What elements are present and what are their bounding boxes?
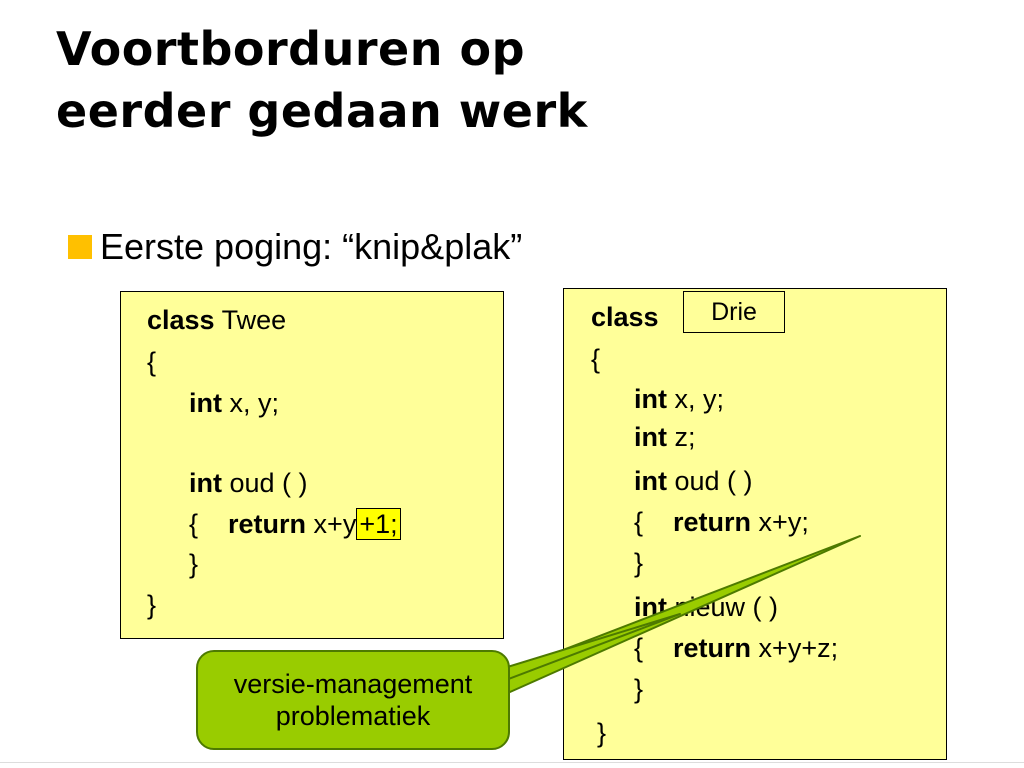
keyword-return: return xyxy=(673,633,752,663)
keyword-return: return xyxy=(673,507,752,537)
code-box-twee xyxy=(120,291,504,639)
slide-title-line2: eerder gedaan werk xyxy=(56,84,588,138)
callout-line2: problematiek xyxy=(275,701,431,731)
method-signature: oud ( ) xyxy=(667,466,753,496)
brace: { xyxy=(189,509,229,539)
code-line: int oud ( ) xyxy=(189,466,308,500)
declaration: x, y; xyxy=(667,384,725,414)
method-signature: oud ( ) xyxy=(222,468,308,498)
code-line: { xyxy=(591,344,601,374)
code-line: int x, y; xyxy=(189,386,279,420)
declaration: x, y; xyxy=(222,388,280,418)
brace: { xyxy=(634,507,674,537)
keyword-int: int xyxy=(634,384,667,414)
keyword-class: class xyxy=(147,305,215,335)
callout-versie-management: versie-management problematiek xyxy=(196,650,510,750)
code-line: } xyxy=(634,548,644,578)
keyword-int: int xyxy=(634,422,667,452)
callout-line1: versie-management xyxy=(233,669,473,699)
code-line: } xyxy=(634,674,644,704)
code-line: int z; xyxy=(634,420,696,454)
return-expression: x+y xyxy=(306,509,357,539)
return-expression: x+y; xyxy=(751,507,809,537)
code-line: { xyxy=(147,347,157,377)
square-bullet-icon xyxy=(68,235,92,259)
bullet-text: Eerste poging: “knip&plak” xyxy=(100,226,523,267)
slide-title-line1: Voortborduren op xyxy=(56,22,526,76)
code-line: class xyxy=(591,300,659,334)
return-expression: x+y+z; xyxy=(751,633,839,663)
class-name-box: Drie xyxy=(683,291,785,333)
bottom-divider xyxy=(0,762,1024,763)
brace: { xyxy=(634,633,674,663)
class-name: Twee xyxy=(214,305,287,335)
highlighted-change: +1; xyxy=(356,508,401,540)
code-line: class Twee xyxy=(147,303,286,337)
keyword-int: int xyxy=(189,468,222,498)
code-box-drie xyxy=(563,288,947,760)
code-line: } xyxy=(147,590,157,620)
keyword-int: int xyxy=(189,388,222,418)
code-line: { return x+y+z; xyxy=(634,631,838,665)
code-line: { return x+y+1; xyxy=(189,507,401,541)
pointer-wedge-to-oud xyxy=(489,535,861,693)
code-line: { return x+y; xyxy=(634,505,809,539)
code-line: int oud ( ) xyxy=(634,464,753,498)
keyword-return: return xyxy=(228,509,307,539)
bullet-item: Eerste poging: “knip&plak” xyxy=(68,222,522,272)
slide-title: Voortborduren op eerder gedaan werk xyxy=(56,18,588,142)
keyword-class: class xyxy=(591,302,659,332)
code-line: } xyxy=(597,718,607,748)
code-line: int x, y; xyxy=(634,382,724,416)
declaration: z; xyxy=(667,422,696,452)
keyword-int: int xyxy=(634,466,667,496)
code-line: } xyxy=(189,549,199,579)
